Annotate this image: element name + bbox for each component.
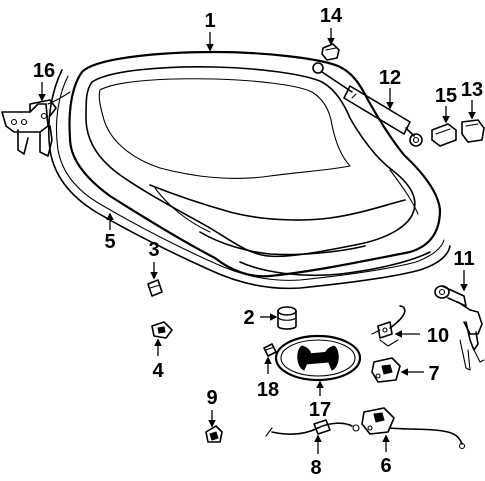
callout-15: 15 bbox=[435, 85, 457, 107]
clip-part-4 bbox=[151, 321, 173, 339]
callout-3: 3 bbox=[148, 239, 159, 261]
callout-6: 6 bbox=[380, 455, 391, 477]
switch-part-15 bbox=[431, 123, 457, 147]
callout-16: 16 bbox=[33, 60, 55, 82]
callout-4: 4 bbox=[152, 360, 164, 382]
callout-1: 1 bbox=[204, 10, 215, 32]
callout-8: 8 bbox=[310, 457, 321, 479]
callout-7: 7 bbox=[428, 363, 439, 385]
latch-part-6 bbox=[361, 407, 466, 450]
bolt-part-14 bbox=[321, 43, 340, 61]
callout-2: 2 bbox=[243, 307, 254, 329]
callout-9: 9 bbox=[206, 387, 217, 409]
callout-labels: 1 14 16 12 15 13 5 3 11 2 10 4 7 18 17 9… bbox=[33, 5, 483, 479]
lock-cylinder-part-11 bbox=[434, 285, 485, 371]
leader-lines bbox=[38, 28, 476, 454]
plug-part-3 bbox=[147, 279, 163, 297]
trunk-lid-part-1 bbox=[68, 50, 442, 278]
release-cable-part-8 bbox=[265, 419, 360, 437]
callout-13: 13 bbox=[461, 79, 483, 101]
actuator-part-10 bbox=[371, 305, 406, 347]
callout-18: 18 bbox=[257, 379, 279, 401]
clip-part-18 bbox=[263, 343, 277, 357]
latch-bracket-part-7 bbox=[371, 357, 401, 383]
cylinder-part-2 bbox=[277, 306, 297, 330]
callout-14: 14 bbox=[320, 5, 343, 27]
callout-17: 17 bbox=[309, 399, 331, 421]
clip-part-9 bbox=[205, 425, 223, 443]
hinge-part-16 bbox=[1, 91, 71, 157]
emblem-part-17 bbox=[274, 334, 362, 382]
callout-11: 11 bbox=[453, 248, 474, 270]
bumper-part-13 bbox=[461, 119, 485, 143]
callout-10: 10 bbox=[427, 325, 449, 347]
gas-strut-part-12 bbox=[312, 62, 423, 147]
callout-5: 5 bbox=[104, 231, 115, 253]
callout-12: 12 bbox=[379, 67, 401, 89]
